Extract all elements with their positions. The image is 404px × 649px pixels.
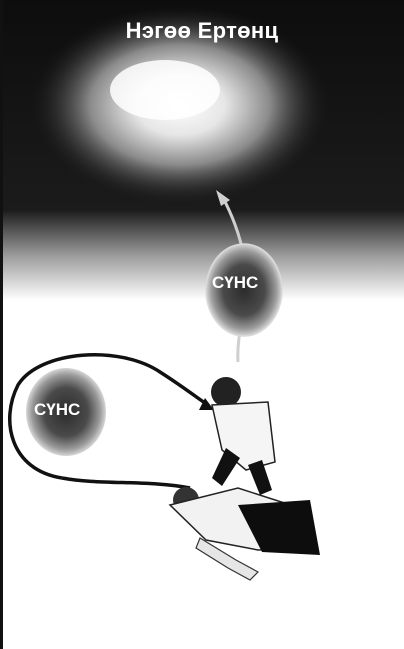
helper-head: [211, 377, 241, 407]
left-border: [0, 0, 3, 649]
soul-label-upper: СҮНС: [212, 273, 258, 293]
soul-label-left: СҮНС: [34, 400, 80, 420]
page-title: Нэгөө Ертөнц: [0, 18, 404, 44]
